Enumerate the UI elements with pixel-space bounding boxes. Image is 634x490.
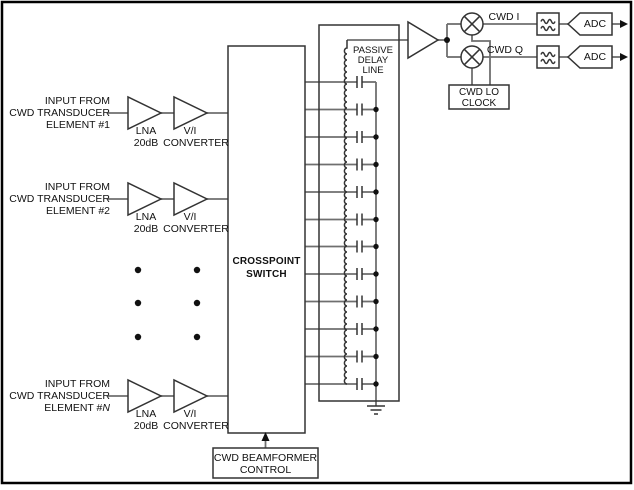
- arrow-right-icon: [620, 20, 628, 28]
- vi-label-n: V/I: [170, 408, 210, 420]
- passive-delay-line-label: PASSIVEDELAYLINE: [348, 46, 398, 76]
- junction-dot: [373, 162, 378, 167]
- lna-label-n: LNA: [126, 408, 166, 420]
- vi-label-2: V/I: [170, 211, 210, 223]
- crosspoint-switch-label: CROSSPOINTSWITCH: [228, 256, 305, 281]
- junction-dot: [373, 299, 378, 304]
- ellipsis-dot: [135, 300, 141, 306]
- adc-q-label: ADC: [578, 51, 612, 63]
- vi-label-1: V/I: [170, 125, 210, 137]
- ellipsis-dot: [194, 334, 200, 340]
- junction-dot: [373, 326, 378, 331]
- ground-icon: [367, 406, 385, 414]
- lowpass-filter-icon-q: [537, 46, 559, 68]
- junction-dot: [373, 107, 378, 112]
- junction-dot: [444, 37, 450, 43]
- cwd-i-label: CWD I: [484, 11, 524, 23]
- amplifier-triangle: [408, 22, 438, 58]
- mixer-i-icon: [461, 13, 483, 35]
- input-label-1: INPUT FROMCWD TRANSDUCERELEMENT #1: [8, 95, 110, 131]
- cwd-q-label: CWD Q: [482, 44, 528, 56]
- lna-label-1: LNA: [126, 125, 166, 137]
- ellipsis-dot: [135, 267, 141, 273]
- beamformer-control-label: CWD BEAMFORMERCONTROL: [213, 452, 318, 476]
- inductor-coil-icon: [344, 40, 347, 384]
- input-label-2: INPUT FROMCWD TRANSDUCERELEMENT #2: [8, 181, 110, 217]
- junction-dot: [373, 189, 378, 194]
- junction-dot: [373, 271, 378, 276]
- converter-label-n: CONVERTER: [161, 420, 231, 432]
- mixer-q-icon: [461, 46, 483, 68]
- ellipsis-dot: [194, 267, 200, 273]
- crosspoint-switch-box: [228, 46, 305, 433]
- converter-label-1: CONVERTER: [161, 137, 231, 149]
- junction-dot: [373, 354, 378, 359]
- junction-dot: [373, 381, 378, 386]
- junction-dot: [373, 134, 378, 139]
- adc-i-label: ADC: [578, 18, 612, 30]
- junction-dot: [373, 217, 378, 222]
- lowpass-filter-icon-i: [537, 13, 559, 35]
- ellipsis-dot: [135, 334, 141, 340]
- junction-dot: [373, 244, 378, 249]
- cwd-lo-clock-label: CWD LOCLOCK: [449, 87, 509, 109]
- converter-label-2: CONVERTER: [161, 223, 231, 235]
- ellipsis-dot: [194, 300, 200, 306]
- arrow-right-icon: [620, 53, 628, 61]
- input-label-n: INPUT FROMCWD TRANSDUCERELEMENT #N: [8, 378, 110, 414]
- lna-label-2: LNA: [126, 211, 166, 223]
